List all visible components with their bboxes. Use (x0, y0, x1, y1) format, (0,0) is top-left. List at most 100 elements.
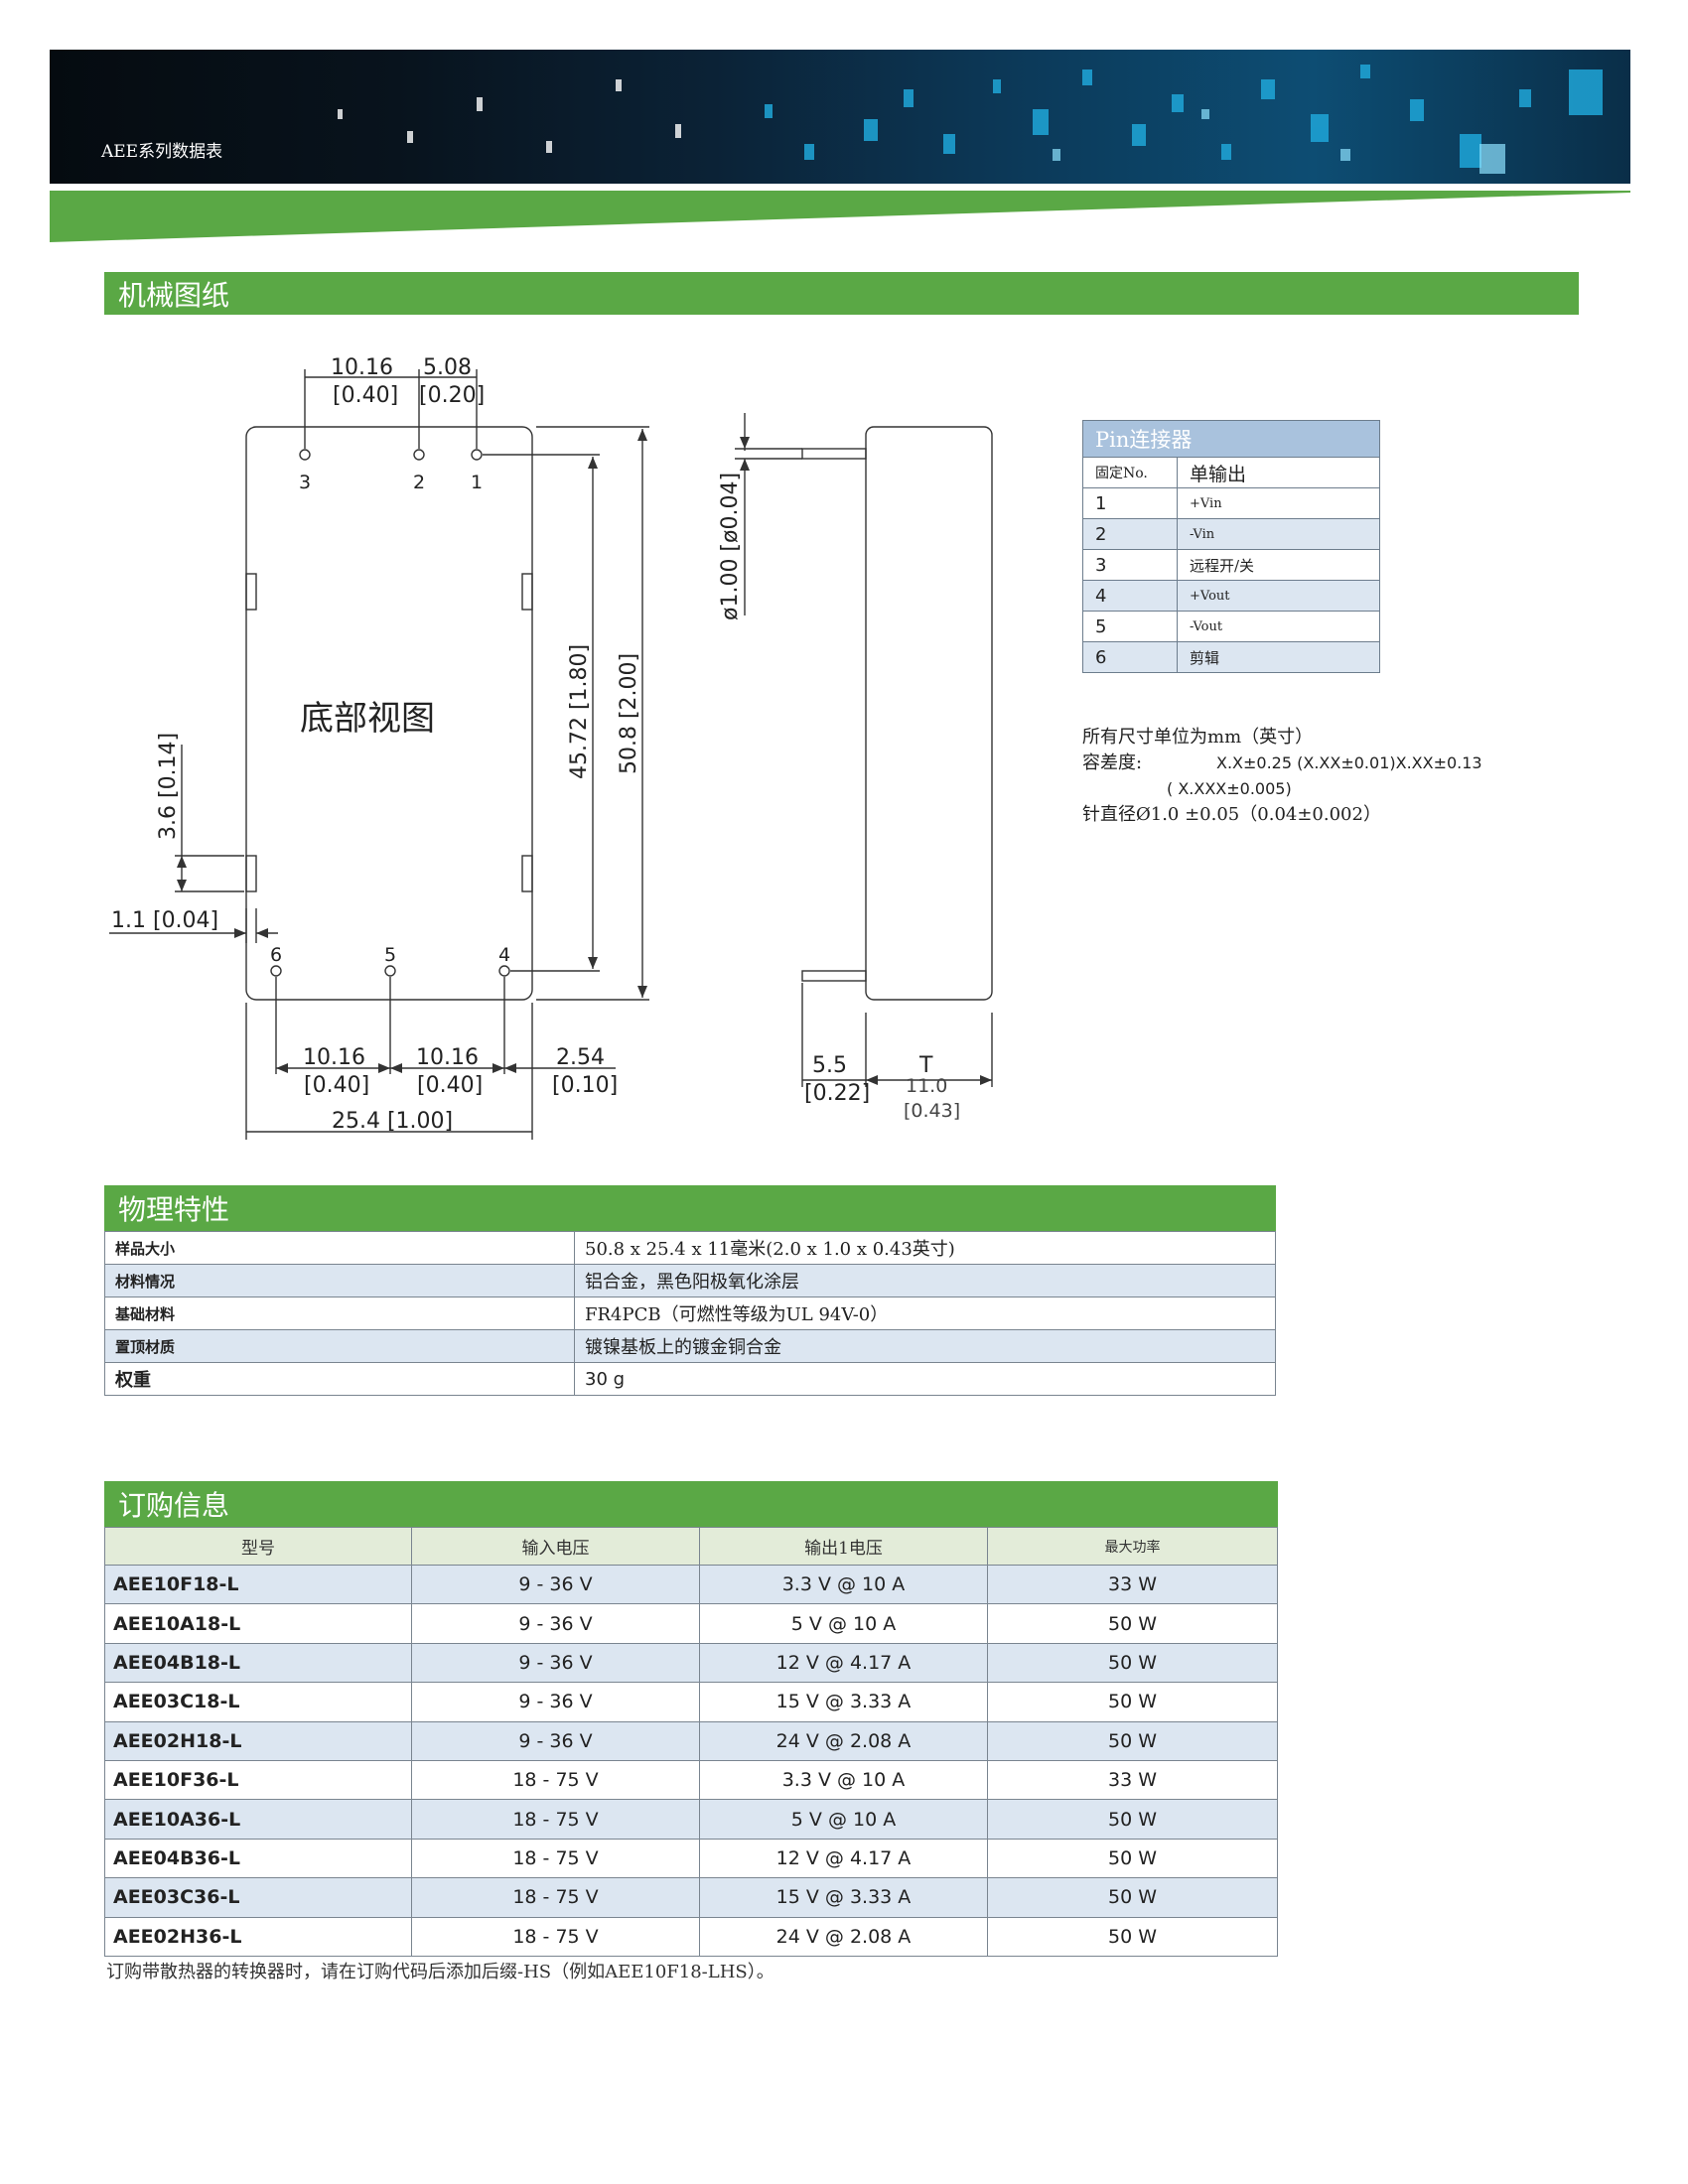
pin-function: +Vin (1177, 487, 1380, 519)
pin-3 (299, 449, 311, 461)
input-voltage-cell: 18 - 75 V (411, 1916, 700, 1957)
section-physical: 物理特性 (104, 1185, 1276, 1231)
pin-no: 4 (1082, 580, 1178, 612)
model-cell: AEE04B18-L (104, 1642, 412, 1684)
physical-value: 50.8 x 25.4 x 11毫米(2.0 x 1.0 x 0.43英寸) (574, 1231, 1276, 1265)
model-cell: AEE02H18-L (104, 1720, 412, 1761)
max-power-cell: 50 W (987, 1838, 1278, 1879)
note-tolerance-2: ( X.XXX±0.005) (1082, 776, 1381, 802)
pin-2 (413, 449, 425, 461)
note-tolerance-value-2: ( X.XXX±0.005) (1167, 779, 1292, 798)
model-cell: AEE10A36-L (104, 1799, 412, 1840)
physical-key: 材料情况 (104, 1264, 575, 1297)
physical-key: 置顶材质 (104, 1329, 575, 1363)
max-power-cell: 50 W (987, 1682, 1278, 1722)
dim-side-a: 5.5 (812, 1053, 847, 1078)
input-voltage-cell: 18 - 75 V (411, 1799, 700, 1840)
pin-5 (384, 965, 396, 977)
output-voltage-cell: 12 V @ 4.17 A (699, 1642, 988, 1684)
pin-no: 2 (1082, 518, 1178, 550)
max-power-cell: 50 W (987, 1642, 1278, 1684)
pin-function: +Vout (1177, 580, 1380, 612)
physical-key: 权重 (104, 1362, 575, 1396)
dim-bot-c-in: [0.10] (552, 1073, 618, 1098)
max-power-cell: 50 W (987, 1799, 1278, 1840)
input-voltage-cell: 9 - 36 V (411, 1682, 700, 1722)
physical-row: 材料情况铝合金，黑色阳极氧化涂层 (104, 1264, 1276, 1297)
dim-side-t: T (918, 1053, 933, 1078)
physical-value: FR4PCB（可燃性等级为UL 94V-0） (574, 1297, 1276, 1330)
section-mechanical: 机械图纸 (104, 272, 1579, 315)
dimension-notes: 所有尺寸单位为mm（英寸） 容差度: X.X±0.25 (X.XX±0.01)X… (1082, 725, 1482, 828)
input-voltage-cell: 9 - 36 V (411, 1603, 700, 1644)
dim-top-b: 5.08 (423, 355, 472, 380)
input-voltage-cell: 18 - 75 V (411, 1759, 700, 1801)
physical-key: 基础材料 (104, 1297, 575, 1330)
model-cell: AEE03C36-L (104, 1877, 412, 1918)
max-power-cell: 50 W (987, 1916, 1278, 1957)
output-voltage-cell: 3.3 V @ 10 A (699, 1759, 988, 1801)
bottom-view-label: 底部视图 (300, 699, 435, 739)
physical-value: 镀镍基板上的镀金铜合金 (574, 1329, 1276, 1363)
note-tolerance-label: 容差度: (1082, 752, 1143, 773)
dim-bot-c: 2.54 (556, 1045, 605, 1070)
pin-no: 5 (1082, 611, 1178, 642)
pin-table-title: Pin连接器 (1082, 420, 1380, 458)
pin-no: 6 (1082, 641, 1178, 673)
pin-label-3: 3 (299, 472, 311, 493)
input-voltage-cell: 9 - 36 V (411, 1564, 700, 1605)
green-stripe (50, 191, 1630, 242)
pin-function: 剪辑 (1177, 641, 1380, 673)
note-units: 所有尺寸单位为mm（英寸） (1082, 727, 1314, 748)
physical-value: 30 g (574, 1362, 1276, 1396)
pin-row: 1+Vin (1082, 487, 1380, 519)
document-title: AEE系列数据表 (101, 142, 223, 162)
dim-height-outer: 50.8 [2.00] (617, 653, 641, 774)
pin-col-function: 单输出 (1177, 457, 1380, 488)
pin-6 (270, 965, 282, 977)
dim-top-a: 10.16 (331, 355, 393, 380)
col-max-power: 最大功率 (987, 1527, 1278, 1566)
model-cell: AEE04B36-L (104, 1838, 412, 1879)
pin-function: 远程开/关 (1177, 549, 1380, 581)
model-cell: AEE02H36-L (104, 1916, 412, 1957)
pin-col-no: 固定No. (1082, 457, 1178, 488)
pin-row: 5-Vout (1082, 611, 1380, 642)
input-voltage-cell: 18 - 75 V (411, 1838, 700, 1879)
dim-pin-diameter: ø1.00 [ø0.04] (718, 473, 743, 620)
pin-label-5: 5 (384, 944, 396, 966)
max-power-cell: 50 W (987, 1877, 1278, 1918)
pin-row: 2-Vin (1082, 518, 1380, 550)
dim-bot-a-in: [0.40] (304, 1073, 369, 1098)
input-voltage-cell: 9 - 36 V (411, 1642, 700, 1684)
note-tolerance-value: X.X±0.25 (X.XX±0.01)X.XX±0.13 (1216, 753, 1482, 772)
output-voltage-cell: 24 V @ 2.08 A (699, 1720, 988, 1761)
dim-left-horizontal: 1.1 [0.04] (111, 908, 218, 933)
ordering-note: 订购带散热器的转换器时，请在订购代码后添加后缀-HS（例如AEE10F18-LH… (106, 1962, 774, 1982)
output-voltage-cell: 5 V @ 10 A (699, 1799, 988, 1840)
dim-side-t-value: 11.0 (906, 1075, 947, 1097)
output-voltage-cell: 15 V @ 3.33 A (699, 1877, 988, 1918)
dim-side-a-in: [0.22] (804, 1081, 870, 1106)
note-pin-diameter: 针直径Ø1.0 ±0.05（0.04±0.002） (1082, 804, 1381, 825)
max-power-cell: 50 W (987, 1720, 1278, 1761)
output-voltage-cell: 3.3 V @ 10 A (699, 1564, 988, 1605)
section-ordering: 订购信息 (104, 1481, 1278, 1527)
pin-function: -Vout (1177, 611, 1380, 642)
col-output-voltage: 输出1电压 (699, 1527, 988, 1566)
model-cell: AEE10F36-L (104, 1759, 412, 1801)
mechanical-drawing: 3 2 1 6 5 4 底部视图 10.16 [0.40] 5.08 [0.20… (109, 355, 993, 1140)
max-power-cell: 50 W (987, 1603, 1278, 1644)
note-tolerance: 容差度: X.X±0.25 (X.XX±0.01)X.XX±0.13 (1082, 751, 1482, 776)
dim-side-t-in: [0.43] (904, 1100, 960, 1122)
